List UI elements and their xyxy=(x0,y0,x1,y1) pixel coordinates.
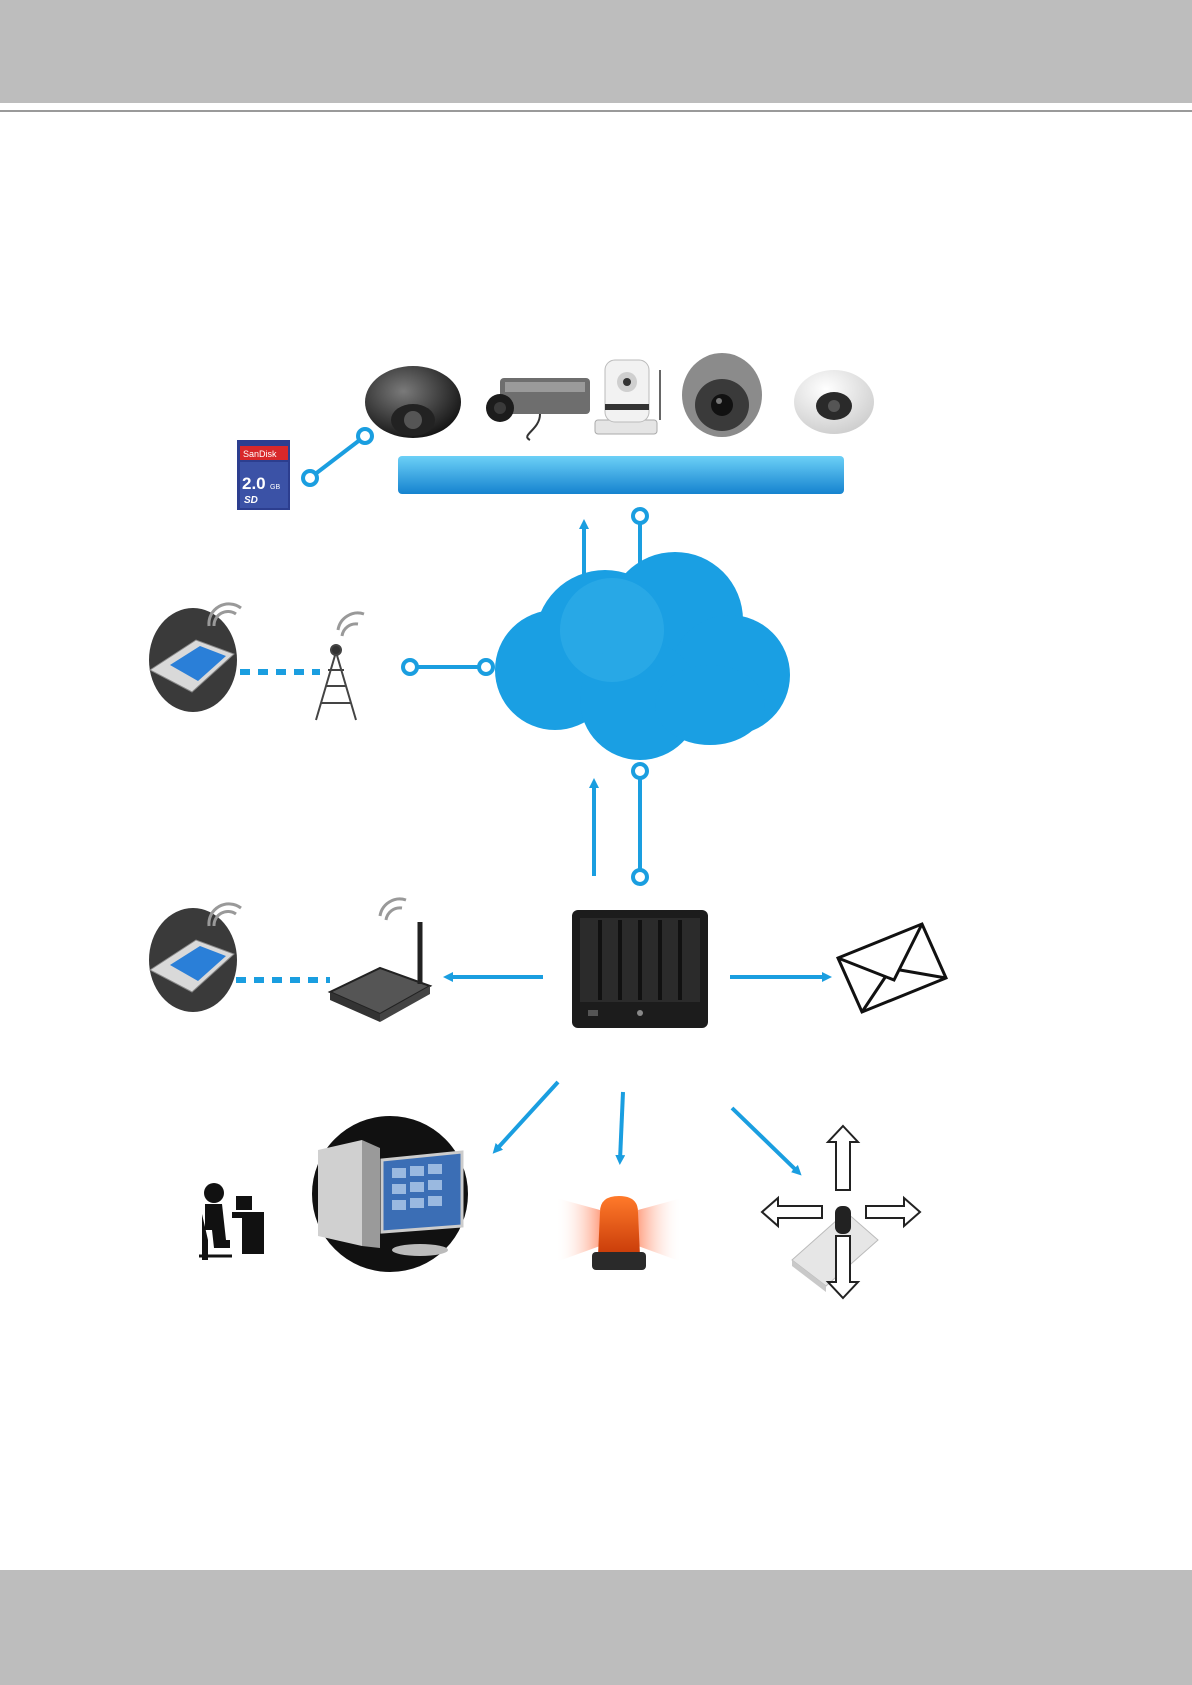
workstation-icon xyxy=(312,1116,468,1272)
gsm-modem-icon xyxy=(330,899,430,1022)
cell-tower-icon xyxy=(316,613,364,720)
mini-dome-camera-icon xyxy=(794,370,874,434)
email-icon xyxy=(838,924,946,1012)
sd-connector xyxy=(303,429,372,485)
pda-icon xyxy=(149,604,241,712)
cloud-icon xyxy=(495,552,790,760)
tower-cloud-connector xyxy=(403,660,493,674)
sd-card-icon: SanDisk 2.0 GB SD xyxy=(237,440,290,510)
nvr-icon xyxy=(572,910,708,1028)
nvr-cloud-connector xyxy=(633,764,647,884)
arrow-to-ptz xyxy=(732,1108,798,1172)
arrow-to-workstation xyxy=(496,1082,558,1150)
sd-capacity-unit: GB xyxy=(270,484,280,491)
network-bar xyxy=(398,456,844,494)
sd-capacity-label: 2.0 xyxy=(242,474,266,493)
ptz-camera-icon xyxy=(595,360,660,434)
operator-icon xyxy=(199,1183,264,1260)
sd-logo: SD xyxy=(244,495,258,506)
arrow-to-alarm xyxy=(620,1092,623,1160)
dome-camera-icon xyxy=(365,366,461,438)
pda-icon-2 xyxy=(149,904,241,1012)
alarm-light-icon xyxy=(556,1196,682,1270)
box-camera-icon xyxy=(486,378,590,440)
fixed-dome-camera-icon xyxy=(682,353,762,437)
sd-brand-label: SanDisk xyxy=(243,449,277,459)
